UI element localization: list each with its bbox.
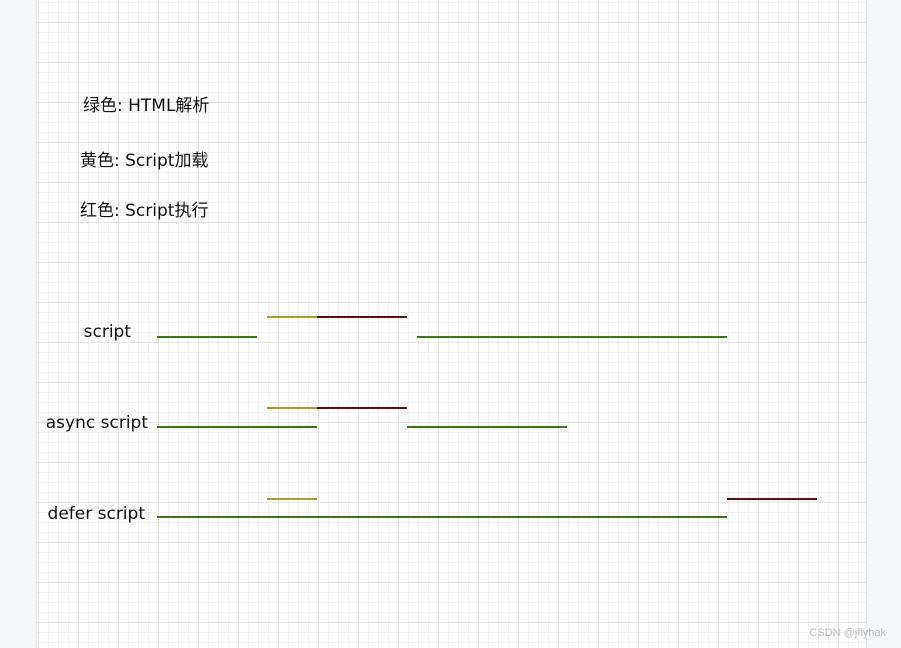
- legend-green-label: 绿色: HTML解析: [83, 96, 210, 116]
- diagram-canvas: [36, 0, 867, 648]
- row-label-script: script: [83, 322, 131, 342]
- watermark: CSDN @jflyhak: [809, 627, 886, 639]
- legend-yellow-label: 黄色: Script加载: [80, 151, 209, 171]
- row-label-defer-script: defer script: [47, 504, 145, 524]
- legend-red-label: 红色: Script执行: [80, 201, 209, 221]
- row-label-async-script: async script: [45, 413, 148, 433]
